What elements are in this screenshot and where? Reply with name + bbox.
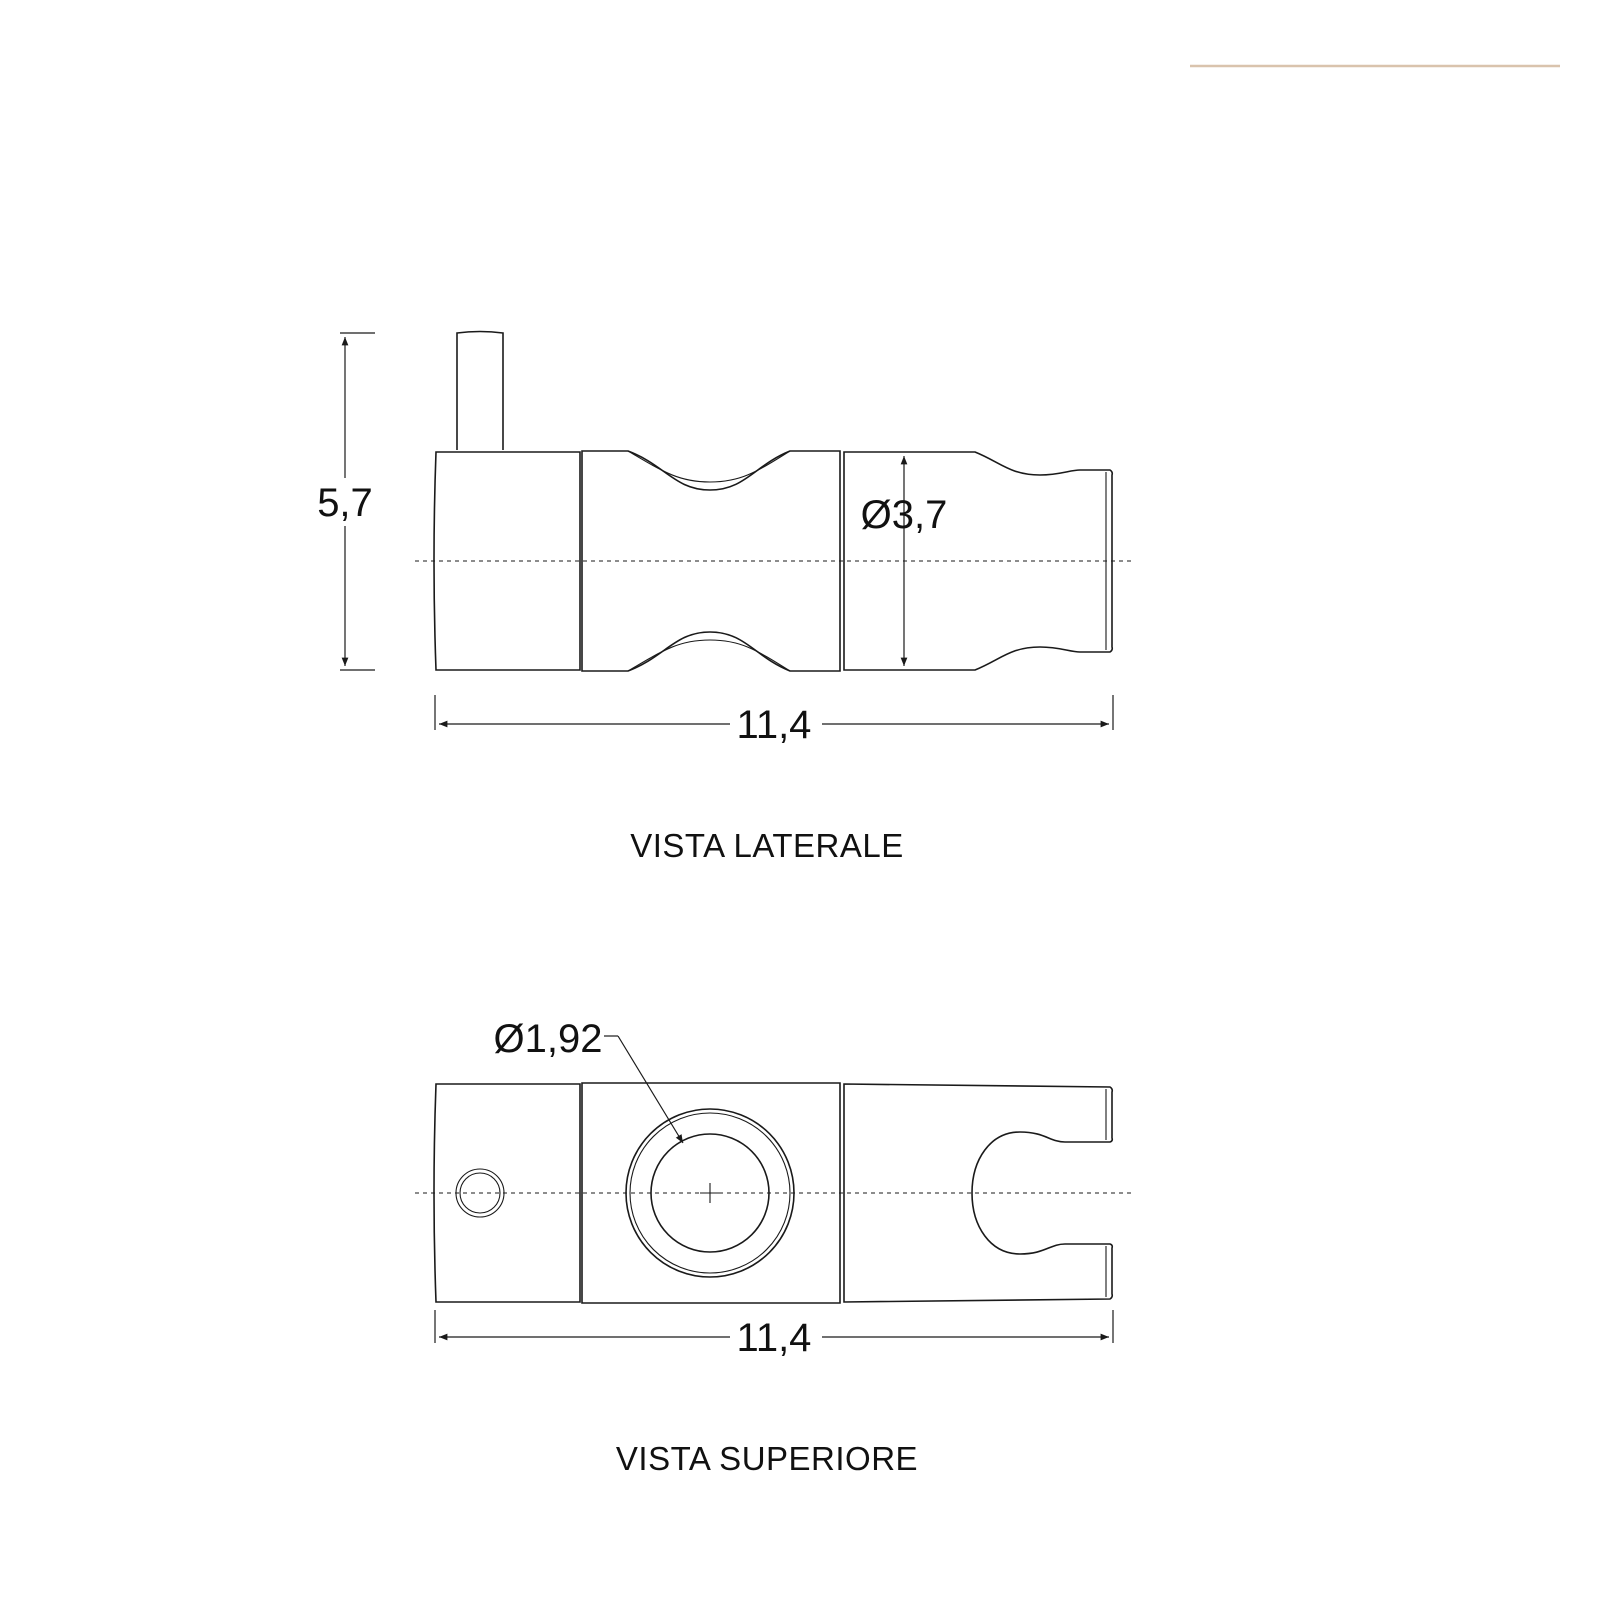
side-view-grip-top-inner [627, 450, 791, 483]
height-label-bg [318, 478, 372, 526]
height-dimension-label: 5,7 [317, 481, 373, 525]
side-length-label-bg [730, 700, 822, 748]
side-length-dimension-label: 11,4 [737, 703, 812, 747]
top-view-caption: VISTA SUPERIORE [616, 1440, 918, 1477]
side-view-grip-bottom-inner [627, 639, 791, 672]
top-view: Ø1,92 11,4 VISTA SUPERIORE [415, 1017, 1135, 1477]
top-view-small-hole-inner [459, 1172, 501, 1214]
top-view-middle-block [581, 1082, 841, 1304]
side-view-left-block [433, 451, 581, 671]
side-view-right-holder [843, 451, 1114, 671]
top-length-label-bg [730, 1313, 822, 1361]
top-view-left-block [433, 1083, 581, 1303]
side-view-caption: VISTA LATERALE [630, 827, 904, 864]
side-view-middle-block [581, 450, 841, 672]
side-view-pin [456, 330, 504, 450]
top-view-right-holder [843, 1083, 1114, 1303]
top-length-dimension-label: 11,4 [737, 1316, 812, 1360]
hole-leader-diagonal [617, 1035, 684, 1144]
hole-diameter-label: Ø1,92 [494, 1017, 603, 1061]
top-view-ring-outer-2 [629, 1112, 791, 1274]
diameter-dimension-label: Ø3,7 [861, 493, 948, 537]
side-view: 5,7 Ø3,7 11,4 VISTA LATERALE [317, 330, 1135, 864]
